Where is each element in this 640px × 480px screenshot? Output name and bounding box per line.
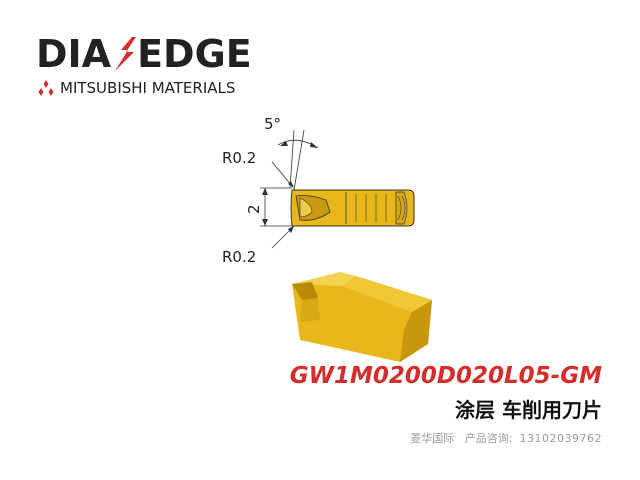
product-code: GW1M0200D020L05-GM — [289, 363, 602, 389]
contact-company: 菱华国际 — [410, 432, 455, 445]
sub-brand-text: MITSUBISHI MATERIALS — [60, 79, 236, 97]
logo-text-left: DIA — [36, 32, 112, 76]
insert-3d-render — [292, 272, 432, 362]
contact-phone: 13102039762 — [519, 432, 602, 445]
contact-line: 菱华国际 产品咨询: 13102039762 — [410, 432, 602, 446]
diaedge-logo: DIA EDGE — [36, 34, 252, 74]
insert-top-view — [290, 189, 415, 227]
radius-top-leader — [271, 161, 293, 187]
width-arrow-bottom — [262, 219, 268, 226]
radius-bottom-arrow — [288, 226, 294, 233]
radius-top-arrow — [288, 181, 294, 188]
angle-label: 5° — [264, 115, 281, 133]
arc-arrow-right — [310, 142, 318, 148]
mitsubishi-three-diamonds-icon — [38, 80, 54, 96]
angle-edge-line — [293, 129, 305, 191]
product-description: 涂层 车削用刀片 — [455, 398, 602, 422]
radius-bottom-leader — [271, 227, 293, 249]
arc-arrow-left — [280, 141, 288, 146]
radius-top-label: R0.2 — [222, 149, 256, 167]
angle-reference-line — [289, 129, 295, 189]
logo-text-right: EDGE — [137, 32, 252, 76]
width-label: 2 — [245, 204, 263, 214]
contact-label: 产品咨询: — [464, 432, 513, 445]
diaedge-edge-mark-icon — [115, 37, 137, 71]
radius-bottom-label: R0.2 — [222, 248, 256, 266]
width-arrow-top — [262, 188, 268, 195]
